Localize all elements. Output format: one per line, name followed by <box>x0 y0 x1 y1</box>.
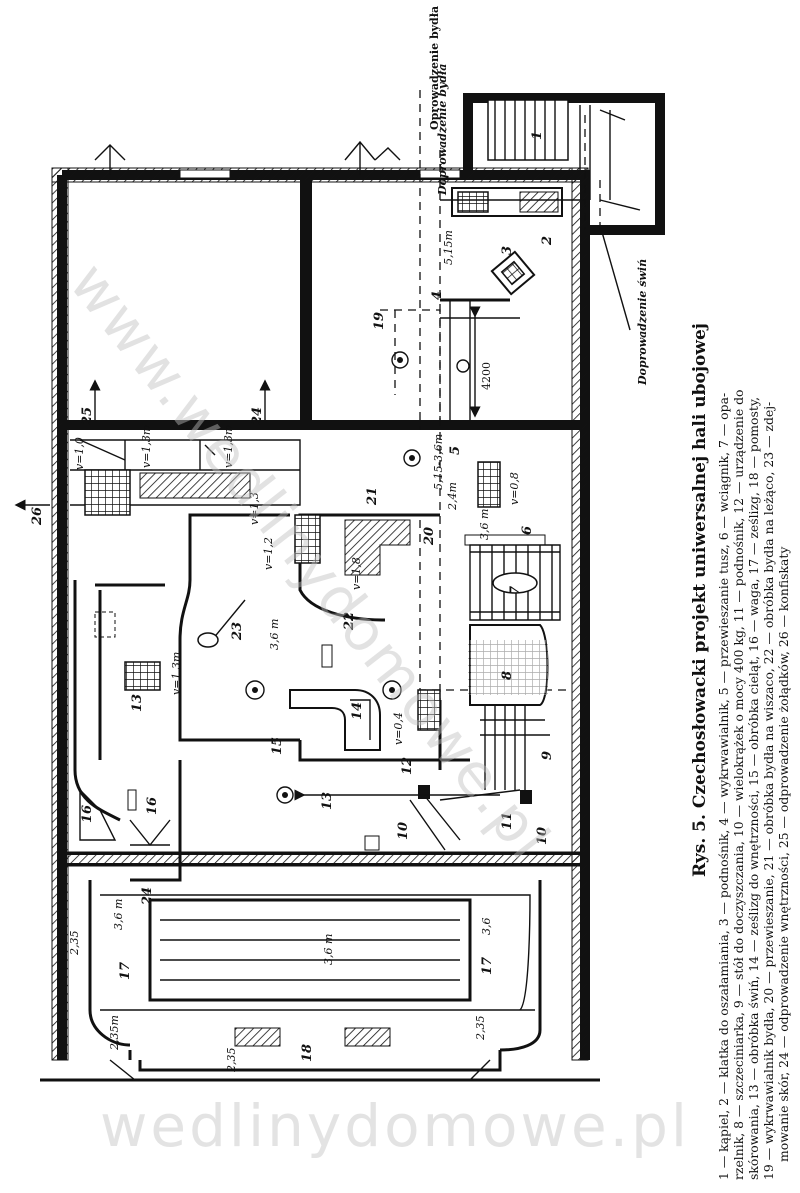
num-7: 7 <box>508 585 523 595</box>
height-235d: 2,35 <box>474 1015 487 1041</box>
caption-line-2: rzelnik, 8 — szczeciniarka, 9 — stół do … <box>731 389 746 1181</box>
annex-pig-bath <box>463 93 665 235</box>
height-235b: 2,35m <box>108 1015 121 1050</box>
speed-v10: v=1,0 <box>73 437 86 470</box>
num-15: 15 <box>270 736 285 755</box>
height-36c: 3,6 m <box>112 898 125 930</box>
caption-line-4: 19 — wykrwawialnik bydła, 20 — przewiesz… <box>761 401 776 1180</box>
num-3: 3 <box>500 245 515 255</box>
num-13b: 13 <box>320 791 335 810</box>
speed-v12: v=1,2 <box>262 537 275 570</box>
ramps <box>109 1059 491 1081</box>
num-21: 21 <box>365 486 380 505</box>
height-36a: 3,6 m <box>478 508 491 540</box>
num-5: 5 <box>448 445 463 455</box>
caption-line-3: skórowania, 13 — obróbka świń, 14 — ześl… <box>746 396 761 1180</box>
height-235c: 2,35 <box>225 1047 238 1073</box>
chilling-room-rails <box>88 880 542 1072</box>
height-515-36: 5,15-3,6m <box>432 433 445 490</box>
num-11: 11 <box>500 811 515 830</box>
num-10a: 10 <box>396 821 411 840</box>
num-16a: 16 <box>80 804 95 823</box>
num-25: 25 <box>80 406 95 425</box>
num-1: 1 <box>530 130 545 140</box>
label-stun: Oprowadzenie bydła <box>428 5 441 130</box>
work-stations <box>94 461 501 804</box>
num-22: 22 <box>342 611 357 630</box>
pig-entry-line <box>599 224 631 331</box>
cattle-path <box>380 90 601 700</box>
speed-v13b: v=1,3m <box>222 424 235 468</box>
height-24: 2,4m <box>446 482 459 510</box>
num-13a: 13 <box>130 693 145 712</box>
num-9: 9 <box>540 750 555 760</box>
num-14: 14 <box>350 701 365 720</box>
caption: Rys. 5. Czechosłowacki projekt uniwersal… <box>690 20 791 1180</box>
num-24a: 24 <box>250 406 265 425</box>
central-rails <box>73 513 470 882</box>
bleeding-rail <box>440 250 536 420</box>
caption-line-1: 1 — kąpiel, 2 — klatka do oszałamiania, … <box>716 392 731 1180</box>
dimension-4200: 4200 <box>480 362 493 390</box>
num-16b: 16 <box>145 796 160 815</box>
speed-v13d: v=1,3m <box>170 651 183 695</box>
num-12: 12 <box>400 756 415 775</box>
num-26: 26 <box>30 506 45 525</box>
cattle-room-fixtures <box>391 351 470 467</box>
pig-line <box>464 534 561 790</box>
num-4: 4 <box>430 290 445 300</box>
height-515: 5,15m <box>442 230 455 265</box>
num-24b: 24 <box>140 886 155 905</box>
chutes <box>70 439 301 516</box>
hoists <box>294 785 532 851</box>
speed-v13c: v=1,3 <box>248 492 261 525</box>
height-36e: 3,6 <box>480 917 493 936</box>
num-20: 20 <box>422 526 437 545</box>
caption-line-5: mowanie skór, 24 — odprowadzenie wnętrzn… <box>776 546 791 1162</box>
num-8: 8 <box>500 670 515 680</box>
height-36d: 3,6 m <box>322 933 335 965</box>
num-23: 23 <box>230 621 245 640</box>
outlet-arrows <box>14 379 271 511</box>
num-19: 19 <box>372 311 387 330</box>
height-235a: 2,35 <box>68 930 81 956</box>
caption-title: Rys. 5. Czechosłowacki projekt uniwersal… <box>690 323 710 877</box>
stunning-box <box>440 187 585 217</box>
speed-v18: v=1,8 <box>350 557 363 590</box>
speed-v08: v=0,8 <box>508 472 521 505</box>
num-17a: 17 <box>118 961 133 980</box>
speed-v13a: v=1,3m <box>140 424 153 468</box>
num-2: 2 <box>540 235 555 245</box>
num-6: 6 <box>520 525 535 535</box>
scales <box>79 788 171 847</box>
num-10b: 10 <box>535 826 550 845</box>
interior-walls <box>61 180 583 867</box>
label-pigs: Doprowadzenie świń <box>636 258 649 385</box>
height-36b: 3,6 m <box>268 618 281 650</box>
num-18: 18 <box>300 1043 315 1062</box>
num-17b: 17 <box>480 956 495 975</box>
speed-v04: v=0,4 <box>392 712 405 745</box>
